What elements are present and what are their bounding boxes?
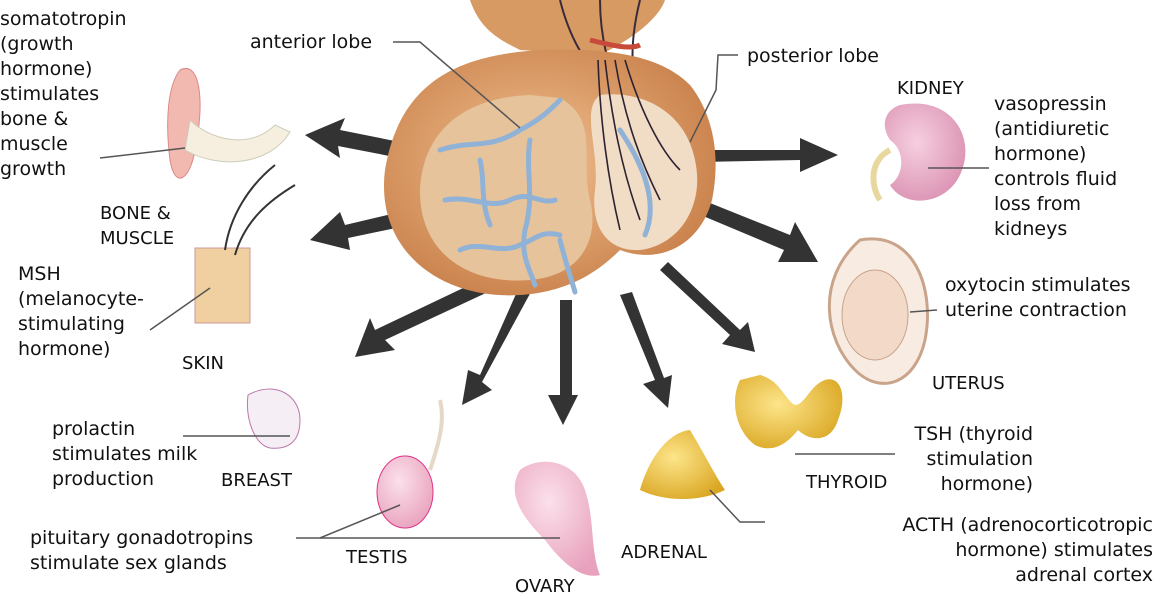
breast-illustration bbox=[247, 389, 300, 448]
oxytocin-label: oxytocin stimulates uterine contraction bbox=[945, 273, 1131, 323]
kidney-label: KIDNEY bbox=[897, 76, 964, 101]
arrow-thyroid bbox=[660, 262, 755, 352]
prolactin-label: prolactin stimulates milk production bbox=[52, 417, 197, 492]
arrow-testis bbox=[462, 285, 532, 405]
skin-illustration bbox=[195, 165, 295, 323]
ovary-label: OVARY bbox=[515, 574, 575, 599]
breast-label: BREAST bbox=[221, 468, 292, 493]
posterior-lobe-label: posterior lobe bbox=[747, 44, 879, 69]
thyroid-label: THYROID bbox=[806, 470, 887, 495]
ovary-illustration bbox=[515, 462, 600, 576]
vasopressin-label: vasopressin (antidiuretic hormone) contr… bbox=[994, 92, 1117, 242]
leader-acth bbox=[710, 490, 765, 522]
testis-label: TESTIS bbox=[346, 545, 408, 570]
skin-label: SKIN bbox=[182, 351, 224, 376]
uterus-label: UTERUS bbox=[932, 371, 1005, 396]
arrow-adrenal bbox=[620, 292, 672, 408]
somatotropin-label: somatotropin (growth hormone) stimulates… bbox=[0, 7, 127, 182]
adrenal-illustration bbox=[640, 430, 725, 499]
kidney-illustration bbox=[873, 103, 965, 200]
bone-muscle-illustration bbox=[168, 68, 290, 178]
thyroid-illustration bbox=[735, 375, 842, 448]
tsh-label: TSH (thyroid stimulation hormone) bbox=[880, 422, 1033, 497]
acth-label: ACTH (adrenocorticotropic hormone) stimu… bbox=[770, 513, 1153, 588]
pituitary-gland bbox=[384, 50, 716, 296]
bone-muscle-label: BONE & MUSCLE bbox=[100, 201, 174, 251]
arrow-ovary bbox=[548, 300, 578, 425]
adrenal-label: ADRENAL bbox=[621, 540, 707, 565]
testis-illustration bbox=[377, 400, 442, 528]
arrow-breast bbox=[355, 280, 488, 357]
anterior-lobe-label: anterior lobe bbox=[250, 30, 372, 55]
msh-label: MSH (melanocyte- stimulating hormone) bbox=[18, 262, 144, 362]
arrow-kidney bbox=[700, 138, 838, 172]
gonadotropins-label: pituitary gonadotropins stimulate sex gl… bbox=[30, 526, 253, 576]
